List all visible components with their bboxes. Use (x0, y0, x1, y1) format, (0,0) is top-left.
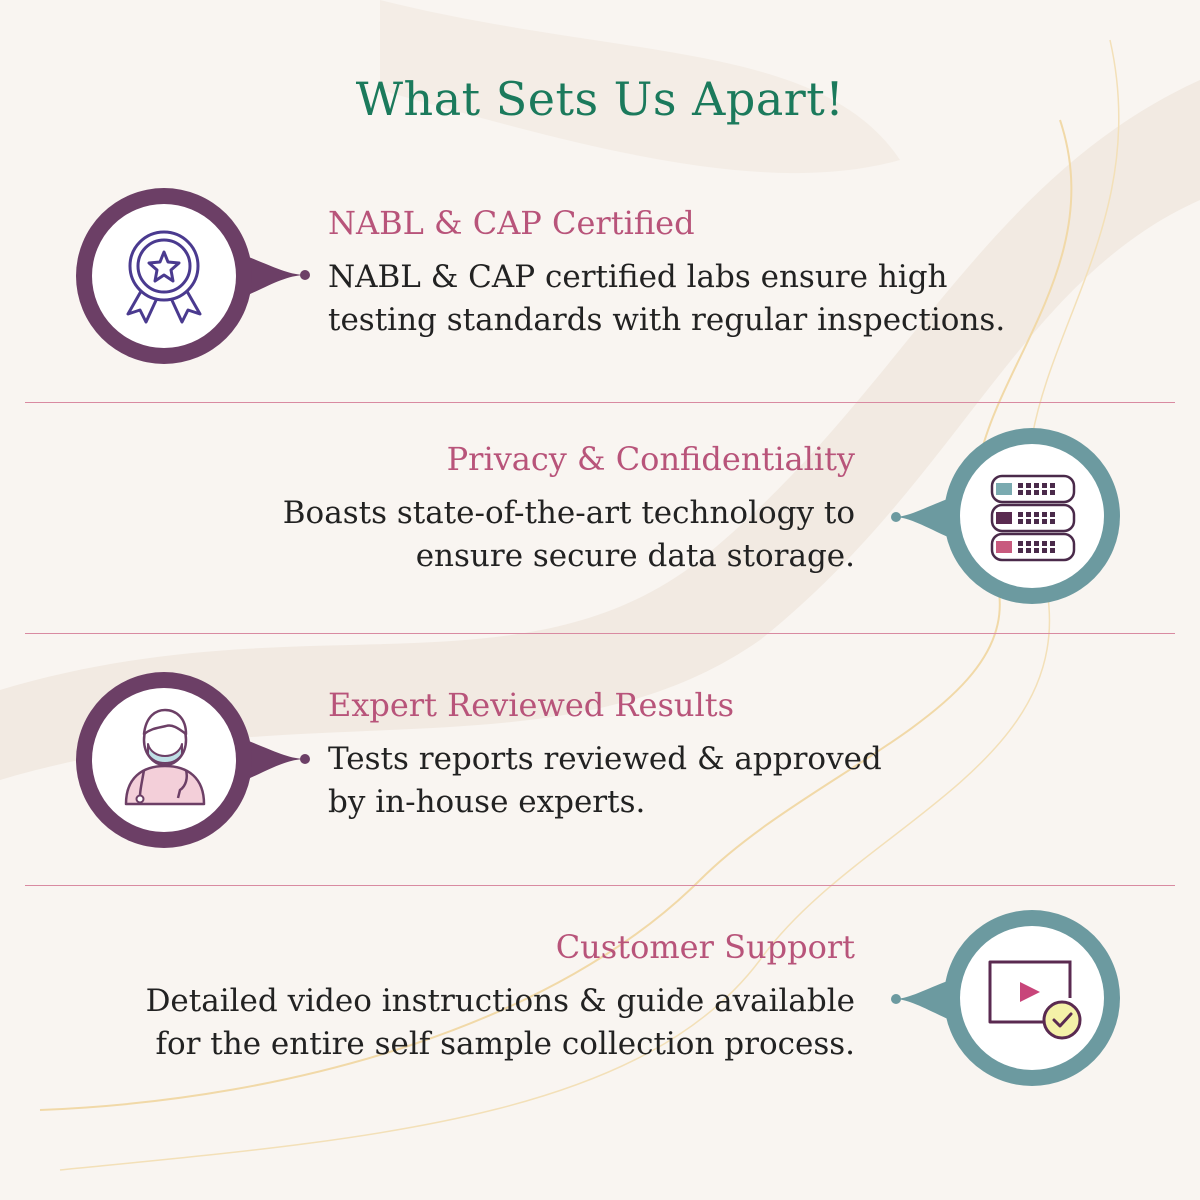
feature-privacy: Privacy & Confidentiality Boasts state-o… (283, 440, 855, 578)
feature-badge-expert (76, 670, 416, 850)
feature-heading: Expert Reviewed Results (328, 686, 734, 724)
feature-description-line: for the entire self sample collection pr… (155, 1026, 856, 1062)
feature-expert: Expert Reviewed Results Tests reports re… (328, 686, 882, 824)
section-divider (25, 402, 1175, 403)
database-server-icon (990, 474, 1076, 562)
feature-support: Customer Support Detailed video instruct… (146, 928, 855, 1066)
feature-badge-support (886, 910, 1126, 1090)
feature-description-line: Boasts state-of-the-art technology to (282, 495, 855, 531)
feature-nabl: NABL & CAP Certified NABL & CAP certifie… (328, 204, 1005, 342)
video-check-icon (988, 960, 1082, 1040)
doctor-icon (124, 708, 206, 806)
feature-heading: NABL & CAP Certified (328, 204, 695, 242)
feature-description-line: testing standards with regular inspectio… (328, 302, 1006, 338)
page-title: What Sets Us Apart! (355, 72, 845, 126)
feature-description-line: Tests reports reviewed & approved (328, 741, 882, 777)
feature-description-line: NABL & CAP certified labs ensure high (328, 259, 948, 295)
feature-description-line: ensure secure data storage. (415, 538, 855, 574)
feature-description-line: by in-house experts. (328, 784, 646, 820)
feature-description-line: Detailed video instructions & guide avai… (145, 983, 855, 1019)
award-ribbon-icon (126, 230, 202, 324)
section-divider (25, 633, 1175, 634)
section-divider (25, 885, 1175, 886)
feature-badge-privacy (886, 428, 1126, 608)
feature-heading: Privacy & Confidentiality (446, 440, 855, 478)
feature-heading: Customer Support (555, 928, 855, 966)
feature-badge-nabl (76, 186, 416, 366)
